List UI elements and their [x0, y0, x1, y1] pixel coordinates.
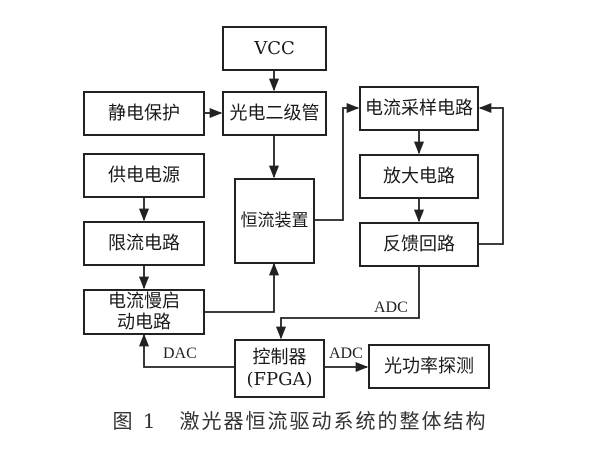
block-power-supply: 供电电源	[83, 153, 205, 198]
block-amplifier-label: 放大电路	[383, 165, 455, 187]
block-controller-fpga: 控制器 (FPGA)	[234, 339, 325, 398]
edge-label-feedback-adc: ADC	[374, 299, 408, 316]
edge-soft-start-constant-current	[205, 262, 280, 313]
edge-label-controller-adc: ADC	[329, 345, 363, 362]
block-photodiode-label: 光电二级管	[229, 102, 320, 124]
figure-caption: 图 1 激光器恒流驱动系统的整体结构	[0, 405, 600, 434]
block-optical-power-detection-label: 光功率探测	[384, 355, 474, 377]
block-optical-power-detection: 光功率探测	[368, 344, 490, 389]
block-photodiode: 光电二级管	[222, 91, 327, 136]
block-soft-start-label: 电流慢启 动电路	[108, 291, 180, 333]
block-esd-protection-label: 静电保护	[108, 102, 180, 124]
block-vcc-label: VCC	[254, 37, 295, 59]
block-constant-current: 恒流装置	[234, 178, 315, 264]
block-feedback-loop-label: 反馈回路	[383, 233, 455, 255]
block-current-sampling: 电流采样电路	[359, 86, 479, 131]
edge-constant-current-sampling	[315, 102, 360, 221]
block-current-sampling-label: 电流采样电路	[365, 97, 473, 119]
block-esd-protection: 静电保护	[83, 91, 205, 136]
block-current-limit: 限流电路	[83, 221, 205, 266]
edge-feedback-controller	[275, 267, 420, 340]
block-constant-current-label: 恒流装置	[240, 211, 309, 231]
block-current-limit-label: 限流电路	[108, 232, 180, 254]
block-vcc: VCC	[222, 26, 327, 71]
edge-controller-soft-start	[138, 333, 234, 368]
block-controller-fpga-label: 控制器 (FPGA)	[246, 346, 313, 390]
block-feedback-loop: 反馈回路	[359, 222, 479, 267]
edge-feedback-sampling	[478, 102, 504, 245]
figure-title: 激光器恒流驱动系统的整体结构	[179, 409, 488, 433]
block-soft-start: 电流慢启 动电路	[83, 289, 205, 335]
block-power-supply-label: 供电电源	[108, 164, 180, 186]
figure-number: 图 1	[112, 409, 158, 433]
block-amplifier: 放大电路	[359, 154, 479, 199]
edge-label-controller-dac: DAC	[163, 345, 197, 362]
